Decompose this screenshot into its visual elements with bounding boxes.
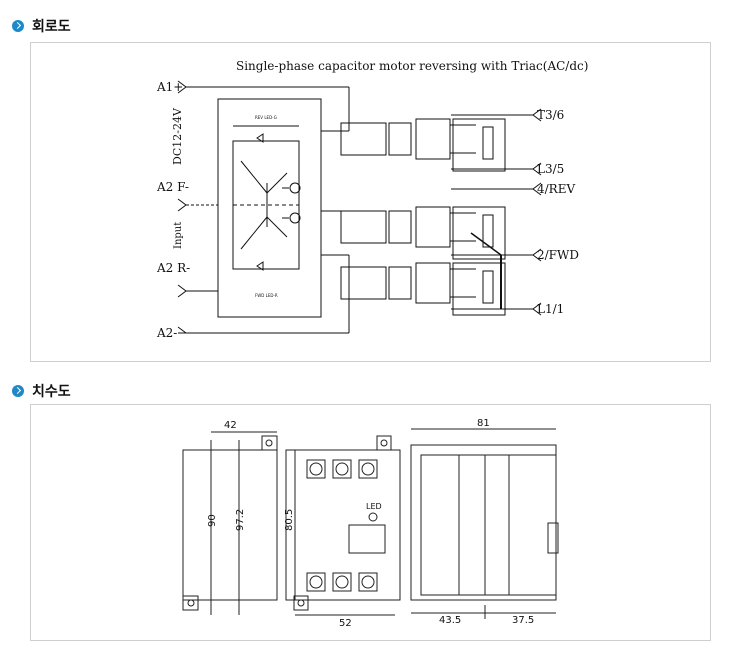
t3-label: T3/6 (537, 108, 564, 122)
width-43-label: 43.5 (439, 615, 461, 626)
section-bullet-icon (12, 385, 24, 397)
fwd-led-label: FWD LED-R (255, 293, 278, 298)
width-81-label: 81 (477, 418, 490, 429)
a2r-label: A2 R- (156, 261, 190, 275)
l1-label: L1/1 (537, 302, 564, 316)
fwd-label: 2/FWD (537, 248, 579, 262)
dc-voltage-label: DC12-24V (171, 107, 184, 165)
led-label: LED (366, 502, 382, 511)
l3-label: L3/5 (537, 162, 564, 176)
a1-label: A1+ (156, 80, 183, 94)
dimension-drawing: 42 90 97.2 80.5 52 LED 81 43.5 37.5 (182, 418, 559, 629)
height-80-label: 80.5 (284, 509, 295, 531)
rev-led-label: REV LED-G (255, 115, 277, 120)
width-52-label: 52 (339, 618, 352, 629)
input-label: Input (173, 222, 184, 249)
height-97-label: 97.2 (235, 509, 246, 531)
a2f-label: A2 F- (156, 180, 189, 194)
height-90-label: 90 (207, 514, 218, 527)
circuit-diagram: Single-phase capacitor motor reversing w… (156, 59, 588, 340)
rev-label: 4/REV (537, 182, 575, 196)
dimension-section-title: 치수도 (32, 384, 71, 400)
dimension-section-header: 치수도 (12, 381, 71, 401)
circuit-title: Single-phase capacitor motor reversing w… (236, 59, 588, 73)
a2-label: A2- (156, 326, 177, 340)
width-42-label: 42 (224, 420, 237, 431)
circuit-diagram-panel: Single-phase capacitor motor reversing w… (30, 42, 711, 362)
circuit-section-header: 회로도 (12, 16, 71, 36)
width-37-label: 37.5 (512, 615, 534, 626)
section-bullet-icon (12, 20, 24, 32)
dimension-drawing-panel: 42 90 97.2 80.5 52 LED 81 43.5 37.5 (30, 404, 711, 641)
circuit-section-title: 회로도 (32, 19, 71, 35)
